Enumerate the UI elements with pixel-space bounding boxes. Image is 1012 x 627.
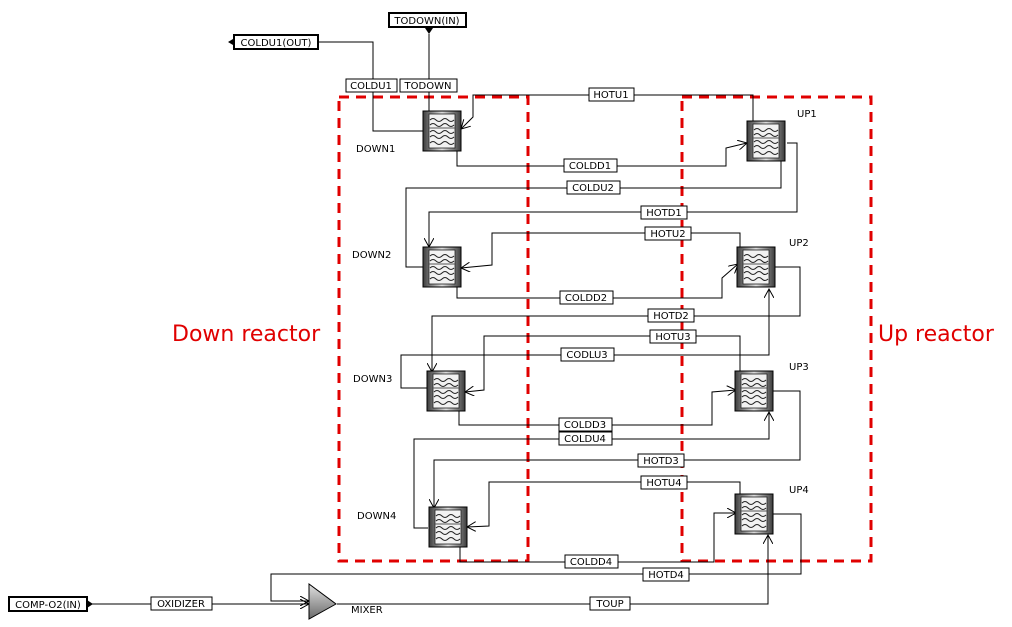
stream-todown[interactable]: TODOWN [399,78,458,93]
down-reactor-region [337,95,530,563]
stream-hotu3-label: HOTU3 [655,332,690,343]
stream-coldd1-label: COLDD1 [569,161,611,172]
stream-coldu2-label: COLDU2 [572,183,614,194]
stream-hotu1[interactable]: HOTU1 [588,87,635,102]
stream-codlu3-label: CODLU3 [566,350,607,361]
mixer-block[interactable] [308,583,337,620]
stream-hotu4-label: HOTU4 [646,478,681,489]
stream-coldu1[interactable]: COLDU1 [345,78,398,93]
down2-exchanger[interactable] [422,246,462,288]
stream-coldd3-label: COLDD3 [564,420,606,431]
down3-exchanger[interactable] [426,370,466,412]
down1-exchanger[interactable] [422,110,462,152]
stream-coldd4[interactable]: COLDD4 [564,554,619,569]
stream-coldd4-label: COLDD4 [570,557,612,568]
block-label-mixer: MIXER [351,605,383,616]
block-label-up1: UP1 [797,109,817,120]
block-label-up3: UP3 [789,362,809,373]
up-reactor-label: Up reactor [878,322,995,347]
stream-coldu1-label: COLDU1 [350,81,392,92]
stream-coldd2[interactable]: COLDD2 [559,290,614,305]
stream-wires [92,34,802,604]
up1-exchanger[interactable] [746,120,786,162]
block-label-down3: DOWN3 [353,374,392,385]
stream-hotd3-label: HOTD3 [643,456,679,467]
port-todown-in-label: TODOWN(IN) [393,16,459,27]
stream-coldd1[interactable]: COLDD1 [563,158,618,173]
stream-coldu4[interactable]: COLDU4 [558,431,613,446]
stream-todown-label: TODOWN [404,81,452,92]
up4-exchanger[interactable] [734,493,774,535]
stream-hotd2-label: HOTD2 [653,311,689,322]
stream-hotd4-label: HOTD4 [648,570,684,581]
block-label-up4: UP4 [789,485,809,496]
stream-hotu3[interactable]: HOTU3 [649,329,697,344]
stream-hotd2[interactable]: HOTD2 [647,308,695,323]
block-label-up2: UP2 [789,238,809,249]
stream-coldu4-label: COLDU4 [564,434,606,445]
stream-hotd1-label: HOTD1 [646,208,682,219]
stream-hotd4[interactable]: HOTD4 [642,567,690,582]
stream-codlu3[interactable]: CODLU3 [560,347,615,362]
stream-hotu4[interactable]: HOTU4 [640,475,688,490]
down-reactor-label: Down reactor [172,322,321,347]
stream-hotd3[interactable]: HOTD3 [637,453,685,468]
up2-exchanger[interactable] [736,246,776,288]
stream-toup-label: TOUP [595,599,623,610]
down4-exchanger[interactable] [428,506,468,548]
up3-exchanger[interactable] [734,370,774,412]
port-todown-in[interactable]: TODOWN(IN) [388,12,467,34]
stream-toup[interactable]: TOUP [589,596,631,611]
stream-oxidizer[interactable]: OXIDIZER [150,596,213,611]
block-label-down1: DOWN1 [356,144,395,155]
block-label-down2: DOWN2 [352,250,391,261]
stream-hotd1[interactable]: HOTD1 [640,205,688,220]
stream-hotu2-label: HOTU2 [650,229,685,240]
up-reactor-region [680,95,873,563]
block-label-down4: DOWN4 [357,511,396,522]
port-comp-o2-in-label: COMP-O2(IN) [15,600,81,611]
stream-oxidizer-label: OXIDIZER [157,599,205,610]
stream-coldu2[interactable]: COLDU2 [566,180,621,195]
stream-coldd3[interactable]: COLDD3 [558,417,613,432]
port-coldu1-out[interactable]: COLDU1(OUT) [228,34,319,50]
stream-coldd2-label: COLDD2 [565,293,607,304]
port-comp-o2-in[interactable]: COMP-O2(IN) [8,596,93,612]
stream-hotu2[interactable]: HOTU2 [644,226,692,241]
stream-hotu1-label: HOTU1 [593,90,628,101]
port-coldu1-out-label: COLDU1(OUT) [241,38,312,49]
